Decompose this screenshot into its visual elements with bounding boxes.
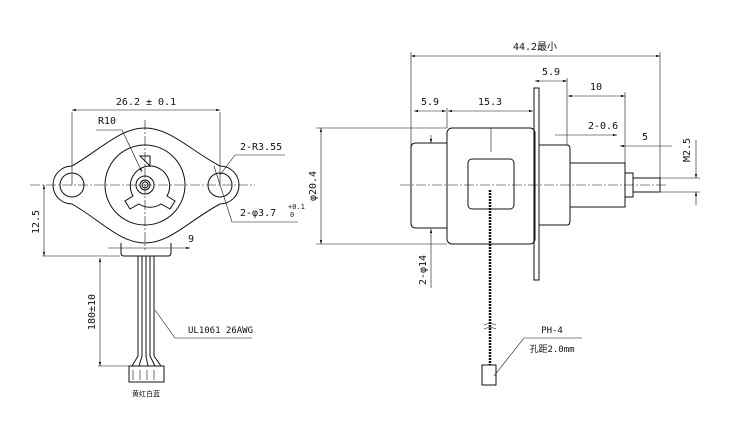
shaft-length-label: 5	[642, 132, 648, 143]
ear-radius-label: 2-R3.55	[240, 142, 282, 153]
radius-label: R10	[98, 116, 116, 127]
side-view: 44.2最小 5.9 15.3 5.9 10 2-0.6 5 M2.5 φ20.…	[308, 41, 700, 386]
body-length-label: 15.3	[478, 97, 502, 108]
gearbox-length-label: 5.9	[542, 67, 560, 78]
overall-length-label: 44.2最小	[513, 41, 557, 53]
output-shaft	[632, 177, 661, 193]
shaft-thread-label: M2.5	[682, 138, 693, 162]
wire-spec-label: UL1061 26AWG	[188, 326, 253, 336]
mounting-plate	[533, 87, 540, 281]
mounting-flange	[52, 127, 240, 244]
wire-connector	[128, 365, 165, 383]
ph-connector	[481, 364, 497, 386]
cap-length-label: 5.9	[421, 97, 439, 108]
lead-wires	[131, 256, 162, 367]
width-dim-label: 26.2 ± 0.1	[116, 97, 176, 108]
front-view: 26.2 ± 0.1 R10 2-R3.55 2-φ3.7 +0.1 0 12.…	[30, 97, 305, 398]
wire-colors-label: 黄红白蓝	[132, 389, 160, 398]
connector-pitch-label: 孔距2.0mm	[529, 344, 574, 355]
flange-gap-label: 2-0.6	[588, 121, 618, 132]
hole-tol-lower: 0	[290, 211, 294, 219]
rear-cap	[410, 142, 448, 229]
hole-dia-label: 2-φ3.7	[240, 208, 276, 219]
connector-label: PH-4	[541, 326, 563, 336]
cap-dia-label: 2-φ14	[418, 255, 429, 285]
height-dim-label: 12.5	[31, 210, 42, 234]
lead-length-label: 180±10	[87, 294, 98, 330]
gear-hub	[124, 155, 176, 210]
boss-dim-label: 9	[188, 234, 194, 245]
boss-length-label: 10	[590, 82, 602, 93]
hole-tol-upper: +0.1	[288, 203, 305, 211]
body-dia-label: φ20.4	[308, 171, 319, 201]
